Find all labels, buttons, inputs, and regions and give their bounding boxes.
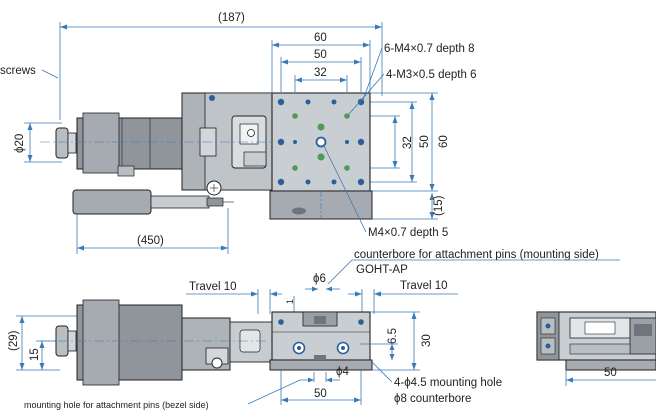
dim-overall-187: (187) <box>218 12 245 24</box>
label-mounting-hole: 4-ϕ4.5 mounting hole <box>394 377 502 389</box>
dim-top-60: 60 <box>314 32 327 44</box>
dim-15: 15 <box>29 348 41 361</box>
label-m3-holes: 4-M3×0.5 depth 6 <box>386 69 476 81</box>
dim-side-15: (15) <box>433 195 445 216</box>
label-dia6: ϕ6 <box>313 273 326 285</box>
label-bezel-pins: mounting hole for attachment pins (bezel… <box>24 400 209 410</box>
dim-side-32: 32 <box>402 136 414 149</box>
knob <box>55 127 69 159</box>
dim-top-32: 32 <box>314 67 327 79</box>
label-model: GOHT-AP <box>356 264 408 276</box>
dim-29: (29) <box>8 330 20 351</box>
label-counterbore-pins: counterbore for attachment pins (mountin… <box>354 249 599 261</box>
dim-30: 30 <box>421 334 433 347</box>
dim-top-50: 50 <box>314 49 327 61</box>
label-screws: screws <box>0 65 36 77</box>
top-view: (187) 60 50 32 32 50 60 <box>0 12 476 254</box>
front-view: counterbore for attachment pins (mountin… <box>8 249 620 410</box>
dim-front-50: 50 <box>314 388 327 400</box>
dim-side-50: 50 <box>419 135 431 148</box>
side-view: 50 <box>536 311 656 386</box>
dim-6-5: 6.5 <box>387 328 399 344</box>
dim-side-view-50: 50 <box>604 367 617 379</box>
label-m4-center: M4×0.7 depth 5 <box>368 227 448 239</box>
stage-holes <box>277 98 365 186</box>
dim-dia4: ϕ4 <box>336 366 349 378</box>
dim-dia20: ϕ20 <box>14 134 26 153</box>
label-m4-holes: 6-M4×0.7 depth 8 <box>384 43 474 55</box>
label-travel-left: Travel 10 <box>189 281 237 293</box>
dim-side-60: 60 <box>438 135 450 148</box>
dim-1: 1 <box>285 299 295 304</box>
cable-connector <box>72 189 152 215</box>
label-travel-right: Travel 10 <box>400 280 448 292</box>
label-counterbore-8: ϕ8 counterbore <box>394 393 471 405</box>
dim-cable-450: (450) <box>137 235 164 247</box>
